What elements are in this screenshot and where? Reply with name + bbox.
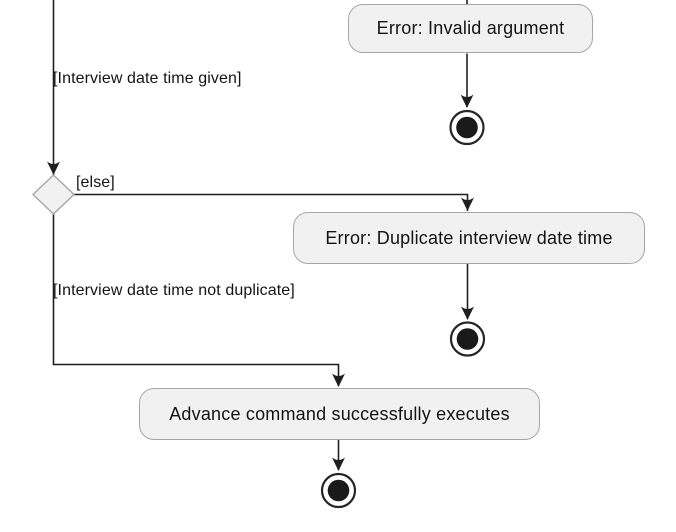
guard-label-else: [else] [76, 174, 115, 191]
final-node-dot [456, 328, 479, 350]
activity-node-advance-success: Advance command successfully executes [139, 388, 540, 440]
arrowhead-into-final-1 [460, 94, 474, 108]
guard-label-datetime-not-duplicate: [Interview date time not duplicate] [53, 282, 295, 299]
activity-label: Advance command successfully executes [169, 403, 510, 424]
final-node-dot [456, 116, 478, 139]
final-node-dot [327, 479, 350, 502]
edge-else-branch [74, 193, 469, 211]
edge-not-duplicate-branch [52, 214, 340, 386]
arrowhead-into-final-2 [461, 306, 474, 320]
arrowhead-into-decision [47, 161, 60, 175]
activity-node-error-invalid-argument: Error: Invalid argument [348, 4, 593, 53]
final-node-1 [449, 109, 485, 146]
decision-diamond [31, 174, 76, 215]
arrowhead-into-advance [332, 373, 345, 387]
guard-label-datetime-given: [Interview date time given] [53, 70, 242, 87]
arrowhead-into-final-3 [332, 457, 345, 471]
final-node-3 [320, 472, 357, 509]
final-node-2 [449, 321, 486, 357]
arrowhead-into-error-duplicate [461, 197, 474, 211]
activity-node-error-duplicate-datetime: Error: Duplicate interview date time [293, 212, 645, 264]
activity-label: Error: Invalid argument [376, 18, 565, 38]
activity-label: Error: Duplicate interview date time [325, 227, 613, 248]
